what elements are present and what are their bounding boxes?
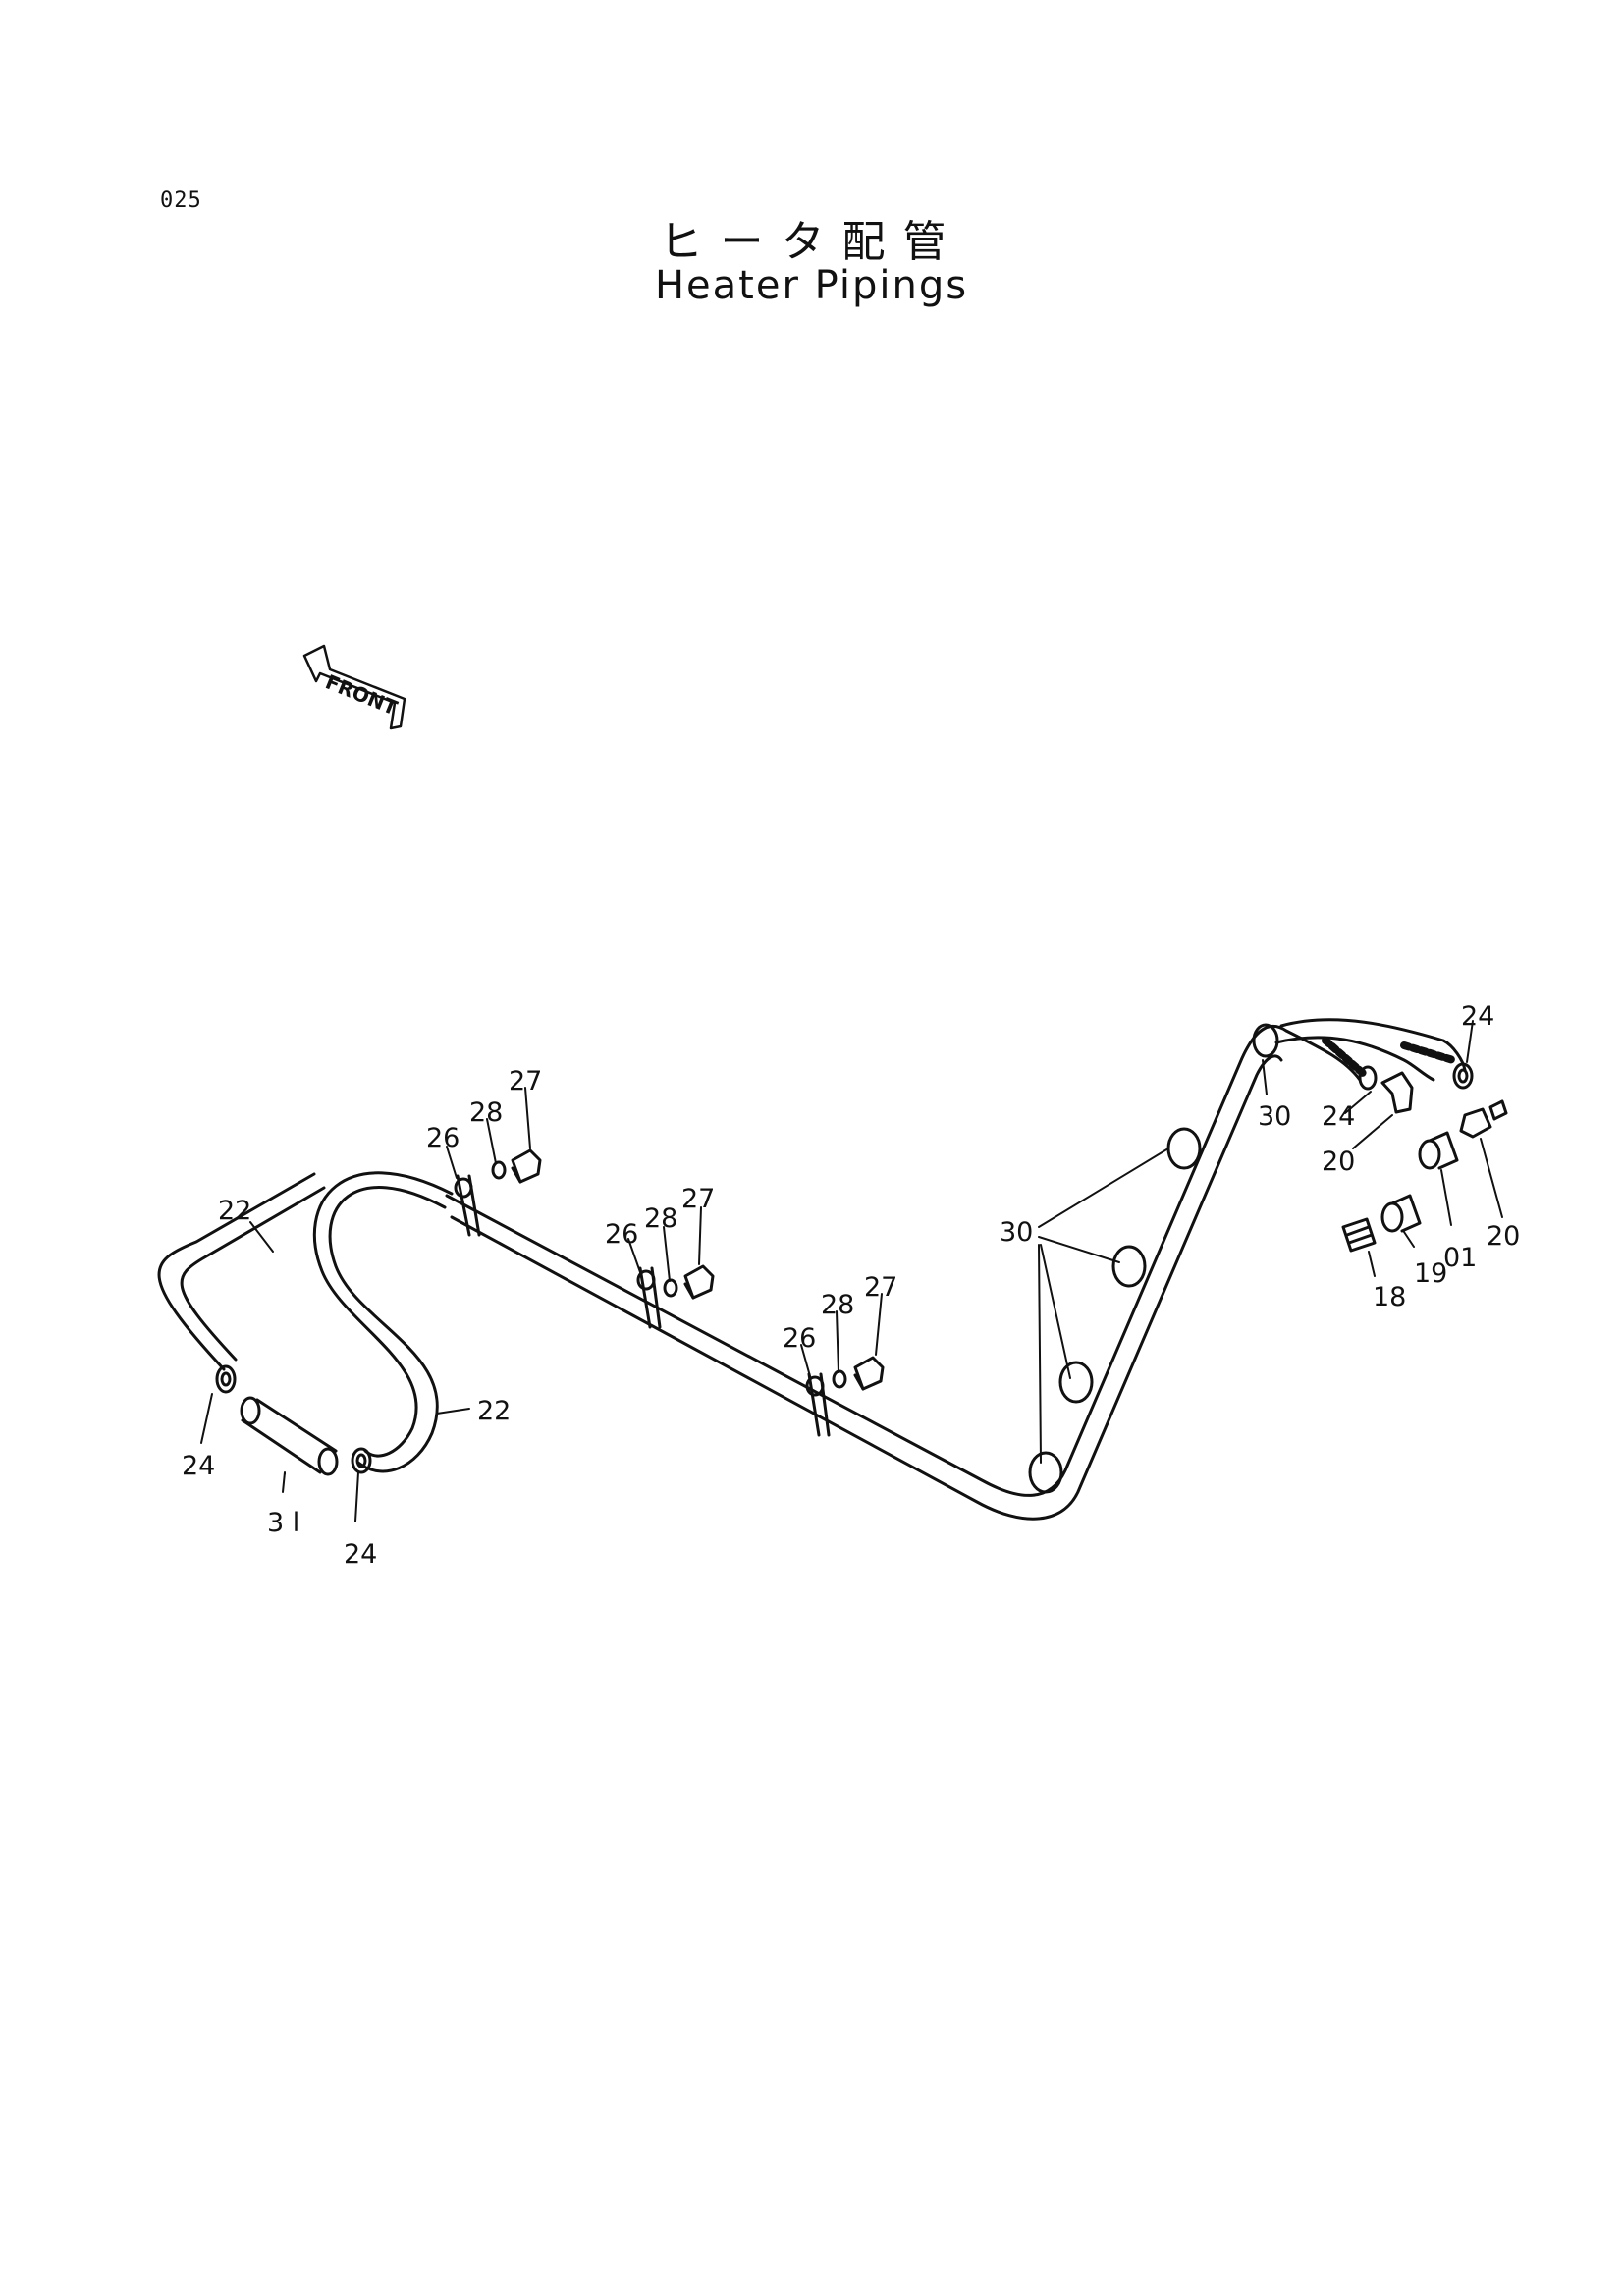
front-label: FRONT (322, 669, 401, 720)
callout-30-group: 30 (1000, 1217, 1033, 1248)
callout-26-c: 26 (783, 1323, 816, 1354)
elbow-fitting-right (1459, 1099, 1508, 1139)
pipe-clamp-3 (805, 1372, 831, 1437)
callout-28-b: 28 (644, 1203, 677, 1234)
callout-24-bottom: 24 (344, 1539, 377, 1570)
bolt-3 (853, 1356, 885, 1391)
washer-1 (491, 1160, 507, 1180)
band-clamp-5 (1252, 1023, 1279, 1058)
callout-27-c: 27 (864, 1272, 897, 1303)
callout-26-a: 26 (426, 1123, 460, 1153)
callout-30-right: 30 (1258, 1101, 1291, 1132)
callout-01: 01 (1443, 1243, 1477, 1273)
callout-31: 3 l (267, 1508, 299, 1538)
heater-hose-s-curve (312, 1171, 454, 1473)
fitting-18 (1341, 1217, 1377, 1253)
callout-26-b: 26 (605, 1219, 638, 1250)
callout-18: 18 (1373, 1282, 1406, 1312)
callout-28-a: 28 (469, 1097, 503, 1128)
washer-2 (663, 1278, 678, 1298)
callout-27-b: 27 (681, 1184, 715, 1214)
washer-3 (832, 1369, 847, 1389)
page-title: Heater Pipings (654, 263, 969, 308)
leader-lines (200, 1020, 1503, 1522)
callout-22-lower: 22 (477, 1396, 511, 1426)
front-arrow-icon: FRONT (302, 644, 406, 730)
band-clamp-2 (1111, 1245, 1147, 1288)
hose-fitting-bottom (351, 1447, 372, 1474)
pipe-clamp-2 (636, 1266, 662, 1329)
pipe-clamp-1 (454, 1174, 481, 1237)
protective-sleeve (240, 1396, 339, 1476)
band-clamp-4 (1028, 1451, 1063, 1494)
band-clamp-3 (1058, 1361, 1094, 1404)
band-clamp-1 (1166, 1127, 1202, 1170)
fitting-19 (1380, 1194, 1422, 1233)
bolt-2 (683, 1264, 715, 1300)
callout-20-right: 20 (1487, 1221, 1520, 1252)
braided-hose-section (1322, 1037, 1457, 1079)
callout-24-mid: 24 (1322, 1101, 1355, 1132)
fitting-01 (1418, 1131, 1459, 1170)
callout-27-a: 27 (509, 1066, 542, 1096)
page-number: 025 (160, 188, 202, 213)
page-title-japanese: ヒータ配管 (659, 217, 964, 267)
callout-24-left: 24 (182, 1451, 215, 1481)
heater-hose-right (1274, 1018, 1467, 1082)
hose-fitting-left (215, 1364, 237, 1394)
callout-28-c: 28 (821, 1290, 854, 1320)
callout-20-left: 20 (1322, 1147, 1355, 1177)
heater-hose-left (157, 1172, 326, 1371)
hose-fitting-mid (1358, 1065, 1378, 1091)
hose-fitting-top (1452, 1062, 1474, 1090)
heater-pipe-main (445, 1024, 1362, 1521)
callout-22-upper: 22 (218, 1196, 251, 1226)
callout-19: 19 (1414, 1258, 1447, 1289)
callout-24-top: 24 (1461, 1001, 1494, 1032)
elbow-fitting-left (1380, 1071, 1414, 1114)
bolt-1 (511, 1148, 542, 1184)
